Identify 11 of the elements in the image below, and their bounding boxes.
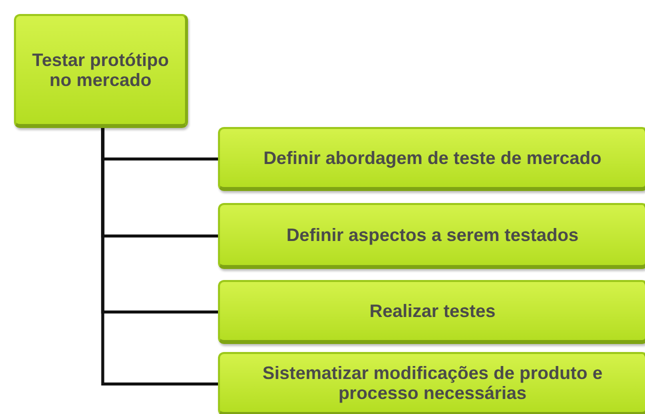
main-task-box [14,14,188,128]
box-label: Definir abordagem de teste de mercado [262,148,603,168]
box-label: Sistematizar modificações de produto e processo necessárias [261,363,604,403]
subtask-box [218,127,645,191]
box-label: Definir aspectos a serem testados [285,225,580,245]
connector-line [101,128,218,386]
subtask-box [218,203,645,269]
box-label: Testar protótipo no mercado [31,50,170,90]
subtask-box [218,280,645,344]
subtask-box [218,352,645,414]
box-label: Realizar testes [368,301,497,321]
